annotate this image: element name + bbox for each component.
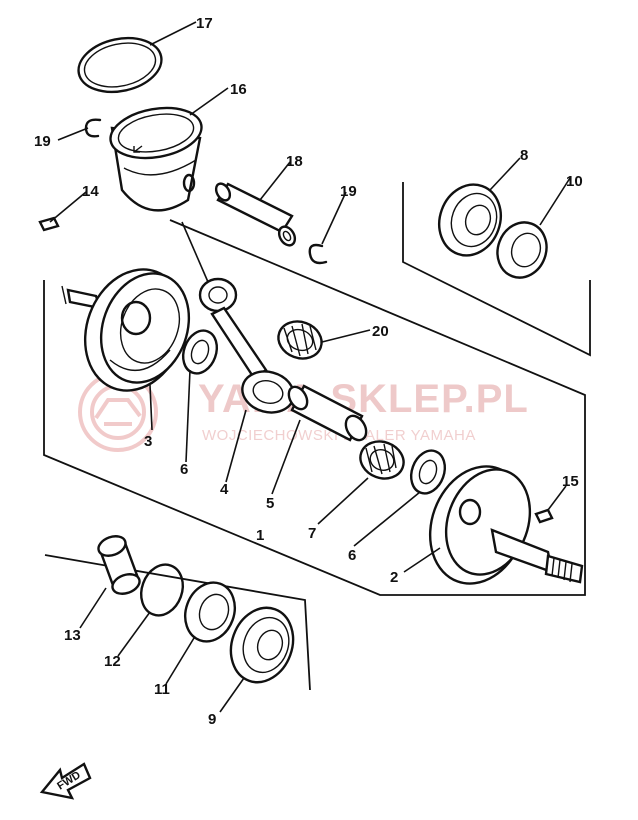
callout-12: 12: [104, 653, 121, 670]
fwd-arrow: FWD: [39, 762, 92, 800]
crank-assembly-bracket: [43, 219, 586, 596]
crank-pin-5: [287, 384, 368, 442]
piston-pin-18: [214, 182, 297, 247]
callout-16: 16: [230, 81, 247, 98]
circlip-19-left: [84, 118, 102, 138]
leader-lines: [49, 21, 571, 713]
piston-ring-17: [77, 36, 163, 94]
callout-13: 13: [64, 627, 81, 644]
callout-17: 17: [196, 15, 213, 32]
callout-8: 8: [520, 147, 528, 164]
callout-11: 11: [154, 681, 170, 698]
callout-2: 2: [390, 569, 398, 586]
callout-9: 9: [208, 711, 216, 728]
bearing-group-bracket: [402, 182, 591, 357]
bearing-8: [438, 183, 502, 257]
collar-13: [97, 535, 141, 595]
thrust-washer-6-left: [181, 329, 219, 375]
callout-1: 1: [256, 527, 264, 544]
bearing-9: [229, 606, 295, 684]
crank-right-2: [428, 465, 584, 585]
callout-19-left: 19: [34, 133, 51, 150]
key-15: [534, 508, 554, 524]
callout-4: 4: [220, 481, 229, 498]
callout-6-right: 6: [348, 547, 356, 564]
circlip-12: [140, 563, 184, 617]
callout-19-right: 19: [340, 183, 357, 200]
small-end-bearing-20: [277, 320, 323, 360]
callout-7: 7: [308, 525, 316, 542]
callout-5: 5: [266, 495, 274, 512]
connecting-rod-4: [198, 277, 295, 414]
oil-seal-10: [496, 221, 548, 279]
callout-14: 14: [82, 183, 99, 200]
callout-10: 10: [566, 173, 583, 190]
crank-left-3: [61, 268, 191, 392]
callouts: 1 2 3 4 5 6 6 7 8 9 10 11 12 13 14 15 16…: [34, 15, 583, 728]
big-end-bearing-7: [359, 440, 405, 480]
callout-20: 20: [372, 323, 389, 340]
callout-18: 18: [286, 153, 303, 170]
thrust-washer-6-right: [409, 449, 447, 495]
callout-15: 15: [562, 473, 579, 490]
callout-3: 3: [144, 433, 152, 450]
key-14: [38, 216, 60, 232]
callout-6-left: 6: [180, 461, 188, 478]
watermark-tagline: WOJCIECHOWSKI DEALER YAMAHA: [202, 427, 476, 444]
piston-16: [109, 106, 203, 212]
circlip-19-right: [308, 243, 328, 265]
oil-seal-11: [184, 581, 236, 643]
